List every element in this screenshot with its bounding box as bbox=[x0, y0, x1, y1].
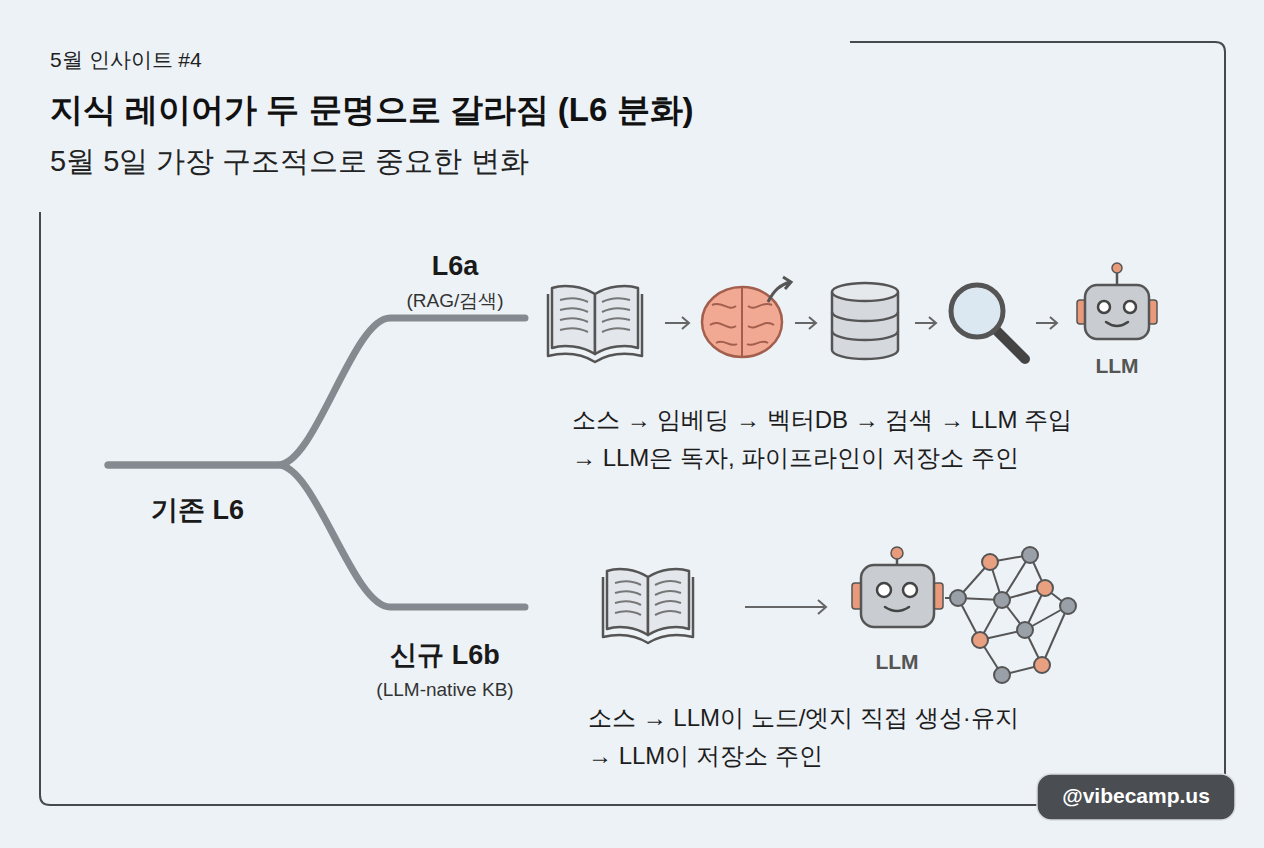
brain-folds bbox=[710, 288, 774, 356]
branch-node: 신규 L6b (LLM-native KB) bbox=[345, 607, 545, 731]
icon-caption: LLM bbox=[1095, 354, 1138, 378]
brain-icon bbox=[702, 277, 791, 357]
robot-antenna bbox=[1116, 272, 1119, 285]
magnifier-icon bbox=[951, 285, 1025, 359]
database-rings bbox=[832, 312, 898, 340]
database-icon bbox=[832, 283, 898, 359]
graph-node bbox=[982, 554, 998, 570]
robot-icon bbox=[1077, 263, 1157, 339]
flow-arrow bbox=[1036, 317, 1057, 329]
graph-node bbox=[994, 592, 1010, 608]
graph-node bbox=[1017, 622, 1033, 638]
pipeline-text: 소스 → LLM이 노드/엣지 직접 생성·유지 bbox=[588, 702, 1019, 734]
brain-arrow bbox=[768, 277, 791, 302]
network-graph bbox=[945, 547, 1076, 683]
graph-node bbox=[1022, 547, 1038, 563]
flow-arrow bbox=[745, 600, 826, 614]
flow-arrow bbox=[915, 317, 936, 329]
series-label: 5월 인사이트 #4 bbox=[50, 46, 202, 74]
icon-caption: LLM bbox=[875, 650, 918, 674]
book-cover bbox=[548, 294, 642, 362]
database-top bbox=[832, 283, 898, 301]
flow-arrow bbox=[665, 317, 689, 329]
graph-node bbox=[994, 667, 1010, 683]
robot-smile bbox=[1106, 322, 1128, 326]
robot-antenna-ball bbox=[1112, 263, 1122, 273]
pipeline-text: 소스 → 임베딩 → 벡터DB → 검색 → LLM 주입 bbox=[572, 404, 1072, 436]
diagram-title: 지식 레이어가 두 문명으로 갈라짐 (L6 분화) bbox=[50, 88, 694, 133]
branch-subtitle: (LLM-native KB) bbox=[376, 679, 513, 701]
book-lines bbox=[560, 298, 630, 332]
book-icon bbox=[548, 286, 642, 362]
pipeline-text: → LLM은 독자, 파이프라인이 저장소 주인 bbox=[572, 442, 1019, 474]
robot-eye bbox=[877, 583, 891, 597]
branch-connector bbox=[108, 318, 525, 465]
robot-eye bbox=[1098, 301, 1110, 313]
graph-edge bbox=[1042, 606, 1068, 665]
robot-smile bbox=[885, 607, 909, 611]
robot-antenna-ball bbox=[891, 547, 903, 559]
branch-node: L6a (RAG/검색) bbox=[385, 246, 525, 318]
graph-node bbox=[972, 632, 988, 648]
branch-subtitle: (RAG/검색) bbox=[406, 288, 503, 314]
frame-border bbox=[40, 42, 1225, 805]
graph-node bbox=[1060, 598, 1076, 614]
branch-name: 기존 L6 bbox=[151, 492, 244, 528]
robot-head bbox=[1085, 285, 1149, 339]
pipeline-text: → LLM이 저장소 주인 bbox=[588, 740, 823, 772]
robot-head bbox=[861, 565, 934, 627]
branch-name: 신규 L6b bbox=[390, 637, 500, 673]
graph-node bbox=[950, 590, 966, 606]
robot-eye bbox=[903, 583, 917, 597]
magnifier-handle bbox=[997, 331, 1025, 359]
book-cover bbox=[603, 577, 693, 643]
robot-eye bbox=[1124, 301, 1136, 313]
watermark: @vibecamp.us bbox=[1062, 784, 1210, 808]
book-icon bbox=[603, 569, 693, 643]
robot-icon bbox=[852, 547, 943, 627]
branch-node: 기존 L6 bbox=[100, 465, 295, 555]
magnifier-lens bbox=[951, 285, 1003, 337]
branch-name: L6a bbox=[432, 251, 479, 282]
graph-node bbox=[1034, 657, 1050, 673]
diagram-subtitle: 5월 5일 가장 구조적으로 중요한 변화 bbox=[50, 142, 529, 182]
book-lines bbox=[615, 581, 681, 615]
book-page bbox=[552, 286, 595, 354]
graph-node bbox=[1037, 580, 1053, 596]
watermark-pill bbox=[1037, 774, 1235, 820]
book-page bbox=[595, 286, 638, 354]
branch-connector bbox=[108, 465, 525, 607]
flow-arrow bbox=[795, 317, 816, 329]
